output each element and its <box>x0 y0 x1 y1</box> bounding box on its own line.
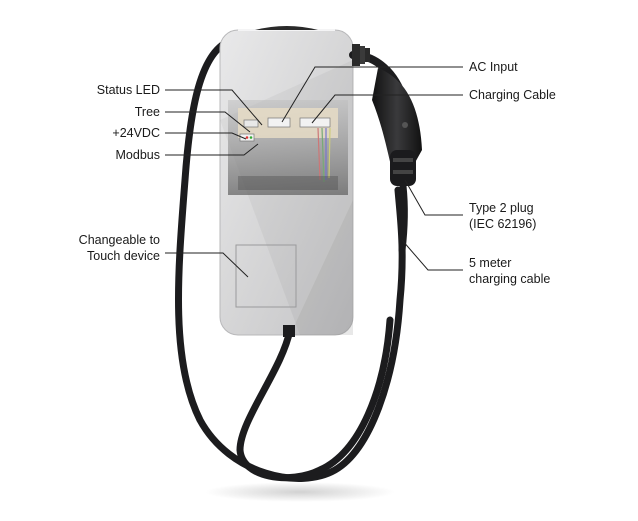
internal-pcb <box>228 100 348 195</box>
type2-plug <box>372 68 422 186</box>
leader-lines <box>165 66 463 278</box>
label-type2-line1: Type 2 plug <box>469 201 534 215</box>
floor-shadow <box>205 482 395 502</box>
leader-tree <box>165 111 251 133</box>
touch-device-area <box>235 244 297 308</box>
label-changeable-line1: Changeable to <box>78 233 160 247</box>
label-ac-input: AC Input <box>469 60 518 74</box>
leader-status-led <box>165 89 263 126</box>
label-24vdc: +24VDC <box>112 126 160 140</box>
label-5meter-line1: 5 meter <box>469 256 512 270</box>
cable-gland <box>352 44 370 66</box>
label-5meter-line2: charging cable <box>469 272 551 286</box>
leader-24vdc <box>165 132 247 140</box>
leader-charging-cable <box>311 94 463 124</box>
label-modbus: Modbus <box>115 148 160 162</box>
plug-cable <box>398 182 408 254</box>
label-changeable: Changeable to Touch device <box>40 232 160 264</box>
leader-type2 <box>404 179 463 216</box>
leader-changeable <box>165 252 249 278</box>
label-status-led: Status LED <box>96 83 160 97</box>
label-5meter-cable: 5 meter charging cable <box>469 255 589 287</box>
leader-modbus <box>165 143 259 156</box>
leader-5meter <box>401 239 463 271</box>
label-type2-line2: (IEC 62196) <box>469 217 537 231</box>
label-changeable-line2: Touch device <box>87 249 160 263</box>
cable-exit <box>283 325 295 337</box>
label-type2-plug: Type 2 plug (IEC 62196) <box>469 200 589 232</box>
charging-cable-inner <box>236 316 394 482</box>
label-charging-cable: Charging Cable <box>469 88 556 102</box>
leader-ac-input <box>281 66 463 123</box>
label-tree: Tree <box>134 105 160 119</box>
